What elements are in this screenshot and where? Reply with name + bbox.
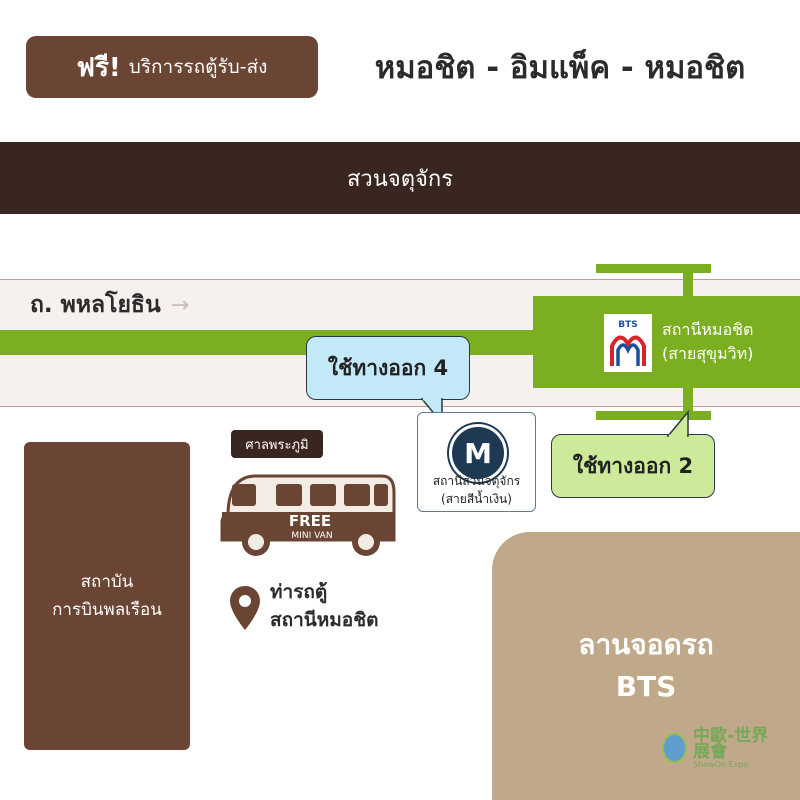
exit-4-label: ใช้ทางออก 4: [327, 355, 449, 380]
service-label: บริการรถตู้รับ-ส่ง: [128, 56, 268, 78]
watermark-text: 中歐-世界展會: [693, 725, 769, 762]
free-service-badge: ฟรี! บริการรถตู้รับ-ส่ง: [26, 36, 318, 98]
mini-van-icon: FREE MINI VAN: [220, 474, 396, 556]
bts-exit-post-bottom: [683, 380, 693, 420]
van-free-text: FREE: [289, 512, 331, 530]
mrt-logo-letter: M: [464, 436, 492, 470]
bts-station-block: [533, 296, 800, 388]
bts-station-name: สถานีหมอชิต (สายสุขุมวิท): [662, 318, 792, 366]
mrt-station-name-line2: (สายสีน้ำเงิน): [441, 492, 512, 506]
parking-line1: ลานจอดรถ: [578, 628, 714, 661]
bts-exit-bar-top: [596, 264, 711, 273]
bts-station-name-line2: (สายสุขุมวิท): [662, 344, 754, 363]
exit-4-callout: ใช้ทางออก 4: [306, 336, 470, 400]
bts-parking-lot: ลานจอดรถ BTS: [492, 532, 800, 800]
shrine-text: ศาลพระภูมิ: [245, 437, 309, 453]
watermark-sub: ShowOn Expo: [693, 759, 749, 769]
bts-exit-post-top: [683, 264, 693, 304]
civil-aviation-institute: สถาบัน การบินพลเรือน: [24, 442, 190, 750]
park-name: สวนจตุจักร: [346, 166, 454, 192]
road-edge-top: [0, 279, 800, 280]
mrt-logo-icon: M: [449, 424, 507, 482]
mrt-station-name: สถานีสวนจตุจักร (สายสีน้ำเงิน): [417, 472, 536, 508]
exit-2-callout: ใช้ทางออก 2: [551, 434, 715, 498]
route-title: หมอชิต - อิมแพ็ค - หมอชิต: [374, 50, 746, 86]
free-label: ฟรี!: [76, 52, 121, 83]
mrt-station-name-line1: สถานีสวนจตุจักร: [432, 474, 521, 488]
exit-2-callout-tail: [666, 409, 689, 438]
bts-exit-bar-bottom: [596, 411, 711, 420]
aviation-line2: การบินพลเรือน: [52, 600, 162, 620]
bts-station-name-line1: สถานีหมอชิต: [662, 320, 754, 339]
chatuchak-park-bar: สวนจตุจักร: [0, 142, 800, 214]
parking-line2: BTS: [615, 670, 677, 703]
watermark-logo: 中歐-世界展會 ShowOn Expo: [662, 725, 782, 769]
pickup-line2: สถานีหมอชิต: [270, 609, 379, 631]
road-edge-bottom: [0, 406, 800, 407]
pickup-line1: ท่ารถตู้: [270, 581, 328, 603]
exit-2-label: ใช้ทางออก 2: [572, 453, 694, 478]
van-sub-text: MINI VAN: [291, 531, 332, 541]
shrine-label: ศาลพระภูมิ: [231, 430, 323, 458]
van-pickup-label: ท่ารถตู้ สถานีหมอชิต: [270, 578, 378, 634]
location-pin-icon: [230, 586, 260, 630]
bts-logo-icon: BTS: [604, 314, 652, 372]
road-name: ถ. พหลโยธิน: [30, 292, 161, 318]
aviation-line1: สถาบัน: [80, 572, 134, 592]
globe-icon: [662, 733, 688, 763]
road-label: ถ. พหลโยธิน →: [30, 287, 189, 323]
arrow-right-icon: →: [170, 292, 190, 318]
bts-logo-text: BTS: [618, 320, 637, 330]
